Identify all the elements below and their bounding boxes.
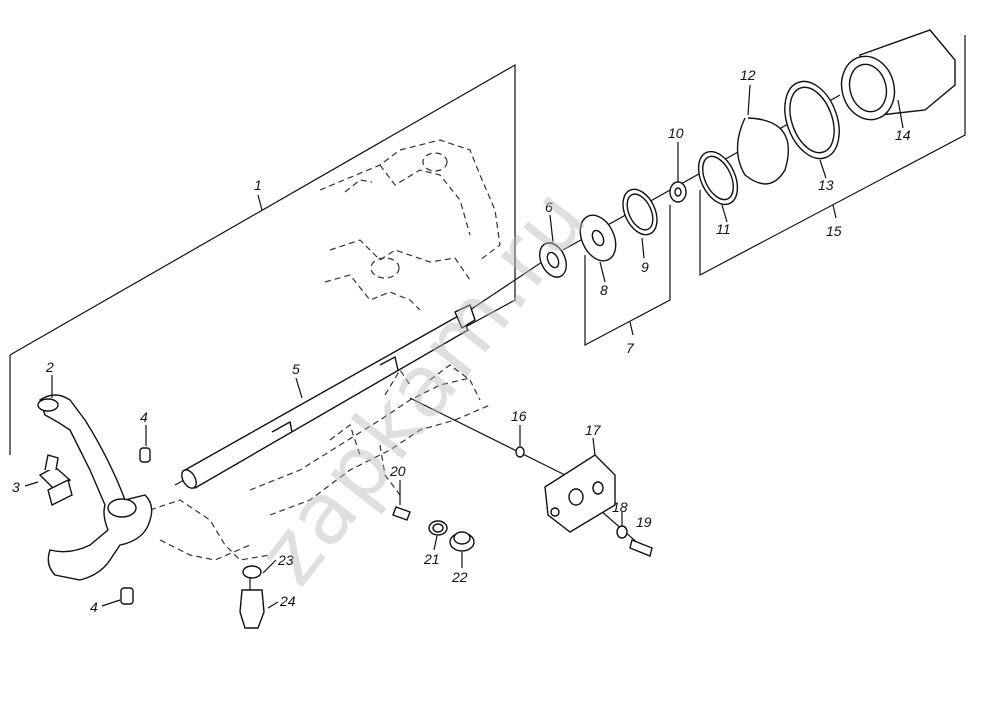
callout-3: 3 <box>12 479 20 495</box>
cylinder-part-14 <box>840 29 956 121</box>
nut-part-10 <box>669 181 687 203</box>
callout-20: 20 <box>389 463 406 479</box>
callout-4-lower: 4 <box>90 599 98 615</box>
bracket-assembly-15 <box>699 35 966 276</box>
callout-19: 19 <box>636 514 652 530</box>
sleeve-part-20 <box>392 506 411 521</box>
callout-8: 8 <box>600 282 608 298</box>
callout-12: 12 <box>740 67 756 83</box>
fork-lever-part-2 <box>37 394 153 581</box>
snap-ring-part-12 <box>736 117 790 185</box>
shaft-part-5 <box>181 304 476 489</box>
plug-part-4-upper <box>139 447 151 463</box>
callout-11: 11 <box>716 221 731 237</box>
callout-1: 1 <box>254 177 262 193</box>
callout-2: 2 <box>45 359 54 375</box>
callout-17: 17 <box>585 422 602 438</box>
plug-part-22 <box>449 531 475 552</box>
phantom-housing-lower <box>149 364 491 561</box>
washer-part-21 <box>428 520 448 536</box>
callout-14: 14 <box>895 127 911 143</box>
bracket-assembly-7 <box>584 205 671 346</box>
callout-13: 13 <box>818 177 834 193</box>
ring-part-13 <box>784 80 840 160</box>
washer-part-18 <box>616 525 628 539</box>
callout-21: 21 <box>423 551 440 567</box>
plug-part-4-lower <box>120 587 134 605</box>
callout-6: 6 <box>545 199 553 215</box>
bearing-part-6 <box>539 242 567 278</box>
pin-part-3 <box>38 454 73 507</box>
callout-7: 7 <box>626 340 635 356</box>
valve-body-part-17 <box>544 454 616 533</box>
callout-5: 5 <box>292 361 300 377</box>
callout-4-upper: 4 <box>140 409 148 425</box>
seal-ring-part-9 <box>622 188 658 236</box>
washer-part-23 <box>242 565 262 579</box>
piston-part-8 <box>579 214 617 262</box>
callout-24: 24 <box>279 593 296 609</box>
phantom-housing-upper <box>319 139 501 311</box>
callout-18: 18 <box>612 499 628 515</box>
callout-23: 23 <box>277 552 294 568</box>
callout-16: 16 <box>511 408 527 424</box>
callout-22: 22 <box>451 569 468 585</box>
watermark: zapkam.ru <box>238 169 608 603</box>
callout-15: 15 <box>826 223 842 239</box>
o-ring-part-16 <box>515 446 525 458</box>
leader-lines <box>24 84 904 609</box>
o-ring-part-11 <box>697 150 739 206</box>
callout-10: 10 <box>668 125 684 141</box>
fitting-part-24 <box>239 578 265 629</box>
callout-9: 9 <box>641 259 649 275</box>
bolt-part-19 <box>629 539 653 557</box>
